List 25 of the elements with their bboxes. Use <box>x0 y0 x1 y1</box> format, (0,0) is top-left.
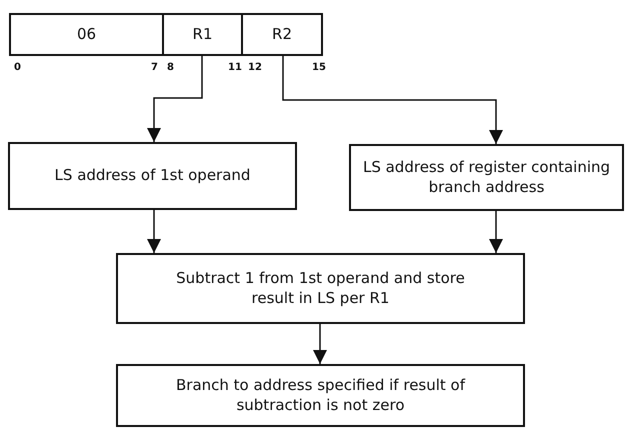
bit-number: 0 <box>14 62 21 73</box>
opcode-field <box>9 13 164 56</box>
field-value: R2 <box>272 24 292 44</box>
bit-number: 8 <box>167 62 174 73</box>
arrow <box>147 210 161 253</box>
field-value: R1 <box>192 24 212 44</box>
field-value: 06 <box>76 24 96 44</box>
bit-number: 12 <box>248 62 262 73</box>
bit-number: 15 <box>312 62 326 73</box>
arrow <box>313 324 327 364</box>
process-box <box>8 142 297 210</box>
box-text: Subtract 1 from 1st operand and store result in LS per R1 <box>175 269 466 308</box>
arrow <box>282 56 503 144</box>
box-text: LS address of 1st operand <box>54 166 250 186</box>
process-box <box>349 144 624 211</box>
box-text: Branch to address specified if result of subtraction is not zero <box>174 376 466 415</box>
bit-number: 7 <box>151 62 158 73</box>
register-field <box>241 13 323 56</box>
process-box <box>116 364 525 427</box>
box-text: LS address of register containing branch address <box>362 158 612 197</box>
arrow <box>147 56 203 142</box>
bit-number: 11 <box>228 62 242 73</box>
register-field <box>162 13 243 56</box>
process-box <box>116 253 525 324</box>
arrow <box>489 211 503 253</box>
